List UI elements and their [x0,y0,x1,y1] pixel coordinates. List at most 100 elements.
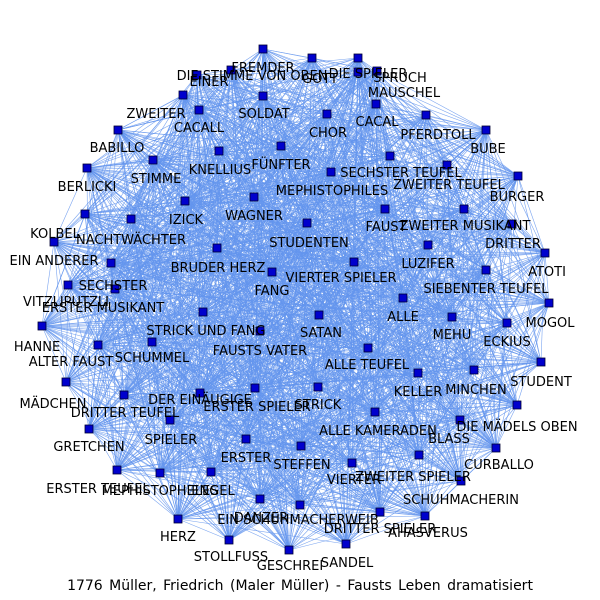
node-marker [456,476,466,486]
edge [218,150,519,177]
edge [123,394,497,449]
edge [218,70,378,152]
edge [451,316,508,324]
node-marker [349,257,359,267]
edge [379,454,420,513]
edge [182,70,378,96]
edge [123,394,353,464]
edge [65,288,116,383]
node-marker [481,125,491,135]
edge [110,262,320,316]
edge [177,515,426,520]
edge [116,419,461,471]
edge [210,271,273,473]
edge [114,208,386,290]
edge [254,387,261,500]
edge [460,208,465,482]
edge [41,241,55,327]
node-marker [49,237,59,247]
node-label: ZWEITER [127,107,186,122]
node-marker [314,310,324,320]
edge [367,316,453,349]
edge [110,262,273,273]
node-label: KNELLIUS [189,163,252,178]
node-label: BLASS [428,432,470,447]
edge [254,387,426,517]
node-marker [296,441,306,451]
edge [88,394,125,430]
edge [169,419,230,541]
node-label: IZICK [169,213,204,228]
edge [271,222,308,273]
edge [485,269,550,304]
edge [67,284,261,332]
edge [84,94,184,215]
edge [218,69,232,152]
edge [402,297,453,318]
edge [424,480,462,517]
edge [210,471,301,506]
node-marker [491,443,501,453]
edge [88,428,426,517]
edge [306,222,429,246]
node-label: BERLICKI [58,180,117,195]
edge [116,469,261,500]
edge [245,438,420,456]
edge [159,472,301,506]
edge [345,419,461,545]
node-label: STOLLFUSS [194,550,268,565]
edge [202,311,290,551]
edge [41,325,369,349]
edge [446,164,542,363]
edge [299,504,426,517]
edge [116,387,256,471]
node-label: ALTER FAUST [29,355,114,370]
edge [65,381,212,473]
edge [216,171,332,249]
edge [169,419,301,506]
node-label: WAGNER [225,209,283,224]
edge [130,164,448,220]
edge [65,311,204,383]
edge [367,269,487,349]
edge [367,347,475,371]
edge [299,454,420,506]
edge [84,200,186,215]
node-label: FREMDER [231,61,294,76]
node-marker [61,377,71,387]
edge [97,344,462,482]
edge [184,200,386,210]
edge [357,71,513,225]
edge [259,480,462,500]
edge [110,262,487,271]
edge [41,325,261,500]
edge [311,57,378,72]
edge [245,386,319,440]
node-label: STUDENTEN [269,236,349,251]
edge [130,171,332,220]
node-label: MINCHEN [445,383,507,398]
edge [177,369,475,520]
edge [169,247,218,421]
node-label: EIN SCHUHMACHERWEIB [217,513,379,528]
edge [353,252,546,263]
edge [299,419,461,506]
edge [123,394,347,545]
edge [67,196,255,286]
edge [300,361,542,447]
edge [182,57,359,96]
edge [300,445,426,517]
edge [198,57,313,111]
node-label: DIE SPIELER [329,67,408,82]
edge [367,347,419,374]
edge [230,69,378,72]
edge [216,247,546,254]
edge [210,361,542,473]
edge [451,316,497,449]
node-marker [93,340,103,350]
edge [424,404,518,517]
edge [259,330,462,482]
edge [198,109,332,173]
edge [41,213,86,327]
edge [123,386,319,396]
